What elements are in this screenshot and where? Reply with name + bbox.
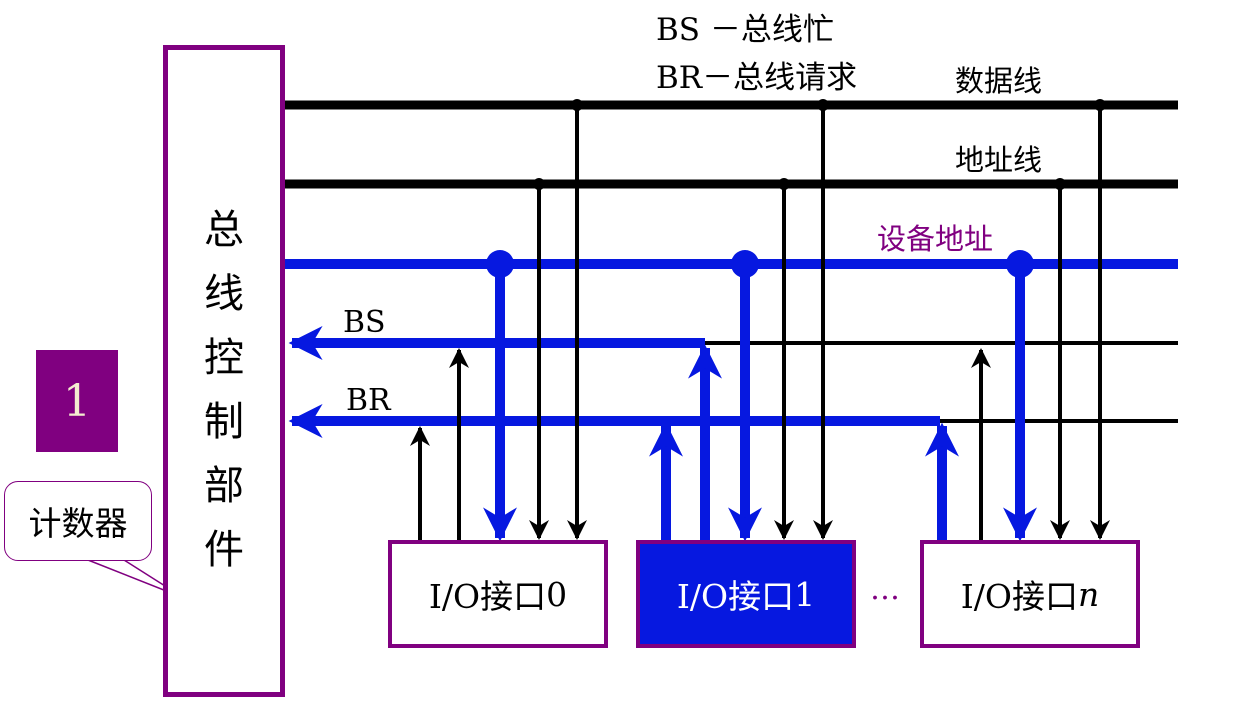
device-address-junction-dot — [486, 250, 514, 278]
legend-bs: BS －总线忙 — [656, 12, 834, 48]
io-interface-prefix: I/O接口 — [428, 577, 547, 616]
legend-br: BR－总线请求 — [656, 60, 858, 96]
io-interface-index: n — [1077, 574, 1100, 614]
data-junction-dot — [571, 99, 583, 111]
bs-label: BS — [343, 305, 386, 340]
device-address-junction-dot — [1006, 250, 1034, 278]
io-interface-prefix: I/O接口 — [960, 577, 1078, 616]
controller-char: 线 — [204, 271, 244, 317]
controller-char: 部 — [204, 463, 244, 509]
io-interface-index: 1 — [794, 574, 816, 614]
ellipsis: … — [870, 572, 902, 607]
controller-char: 制 — [204, 399, 244, 445]
io-interface-prefix: I/O接口 — [676, 577, 795, 616]
data-bus-label: 数据线 — [955, 64, 1043, 98]
io-interface-index: 0 — [546, 574, 568, 614]
address-junction-dot — [778, 178, 790, 190]
address-junction-dot — [1054, 178, 1066, 190]
address-bus-label: 地址线 — [955, 143, 1043, 177]
data-junction-dot — [1094, 99, 1106, 111]
device-address-junction-dot — [731, 250, 759, 278]
br-label: BR — [346, 383, 391, 418]
bus-controller-label: 总 线 控 制 部 件 — [168, 198, 280, 582]
address-junction-dot — [533, 178, 545, 190]
data-junction-dot — [817, 99, 829, 111]
device-address-label: 设备地址 — [877, 222, 994, 256]
counter-callout: 计数器 — [4, 481, 152, 561]
bus-controller: 总 线 控 制 部 件 — [163, 45, 285, 697]
controller-char: 控 — [204, 335, 244, 381]
counter-value-badge: 1 — [36, 350, 118, 452]
controller-char: 件 — [204, 527, 244, 573]
controller-char: 总 — [204, 207, 244, 253]
